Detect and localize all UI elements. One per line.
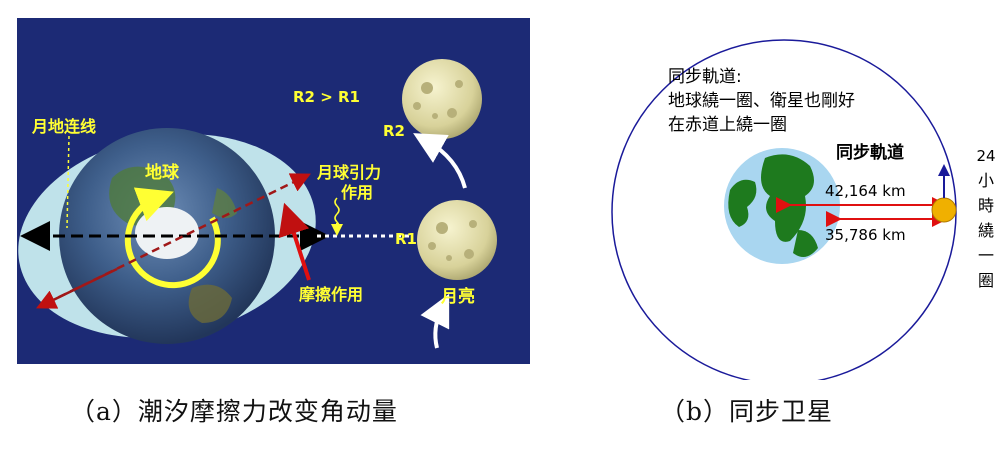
orbit-arrow-upper xyxy=(413,133,467,189)
friction-arrow xyxy=(278,202,311,281)
desc-line2: 地球繞一圈、衛星也剛好 xyxy=(668,91,855,111)
moon-label: 月亮 xyxy=(440,286,475,307)
r-relation-label: R2 > R1 xyxy=(293,88,360,106)
period-char-6: 圈 xyxy=(978,271,994,290)
geosync-orbit-diagram: 同步軌道: 地球繞一圈、衛星也剛好 在赤道上繞一圈 同步軌道 42,164 km… xyxy=(560,0,1000,385)
distance-inner-label: 35,786 km xyxy=(825,226,906,244)
r2-label: R2 xyxy=(383,122,405,140)
earth-label: 地球 xyxy=(145,162,180,183)
tidal-friction-diagram: 月地连线 地球 月球引力 作用 摩擦作用 月亮 R2 > R1 R2 R1 xyxy=(17,18,530,364)
earth-moon-line-label: 月地连线 xyxy=(31,117,96,136)
desc-line1: 同步軌道: xyxy=(668,67,742,87)
satellite xyxy=(931,197,957,223)
distance-outer-label: 42,164 km xyxy=(825,182,906,200)
r1-label: R1 xyxy=(395,230,417,248)
caption-b: （b）同步卫星 xyxy=(660,397,834,426)
orbit-arrow-lower xyxy=(420,293,450,349)
period-label: 24 小 時 繞 一 圈 xyxy=(976,147,995,290)
rotation-arrow xyxy=(124,187,221,289)
bulge-axis xyxy=(46,173,311,305)
period-char-1: 24 xyxy=(976,147,995,165)
period-char-2: 小 xyxy=(978,171,994,190)
period-char-5: 一 xyxy=(978,246,994,265)
desc-line3: 在赤道上繞一圈 xyxy=(668,115,787,135)
gravity-label-line1: 月球引力 xyxy=(316,163,381,182)
gravity-label-line2: 作用 xyxy=(341,183,373,202)
period-char-4: 繞 xyxy=(978,221,994,240)
friction-label: 摩擦作用 xyxy=(299,285,363,304)
period-char-3: 時 xyxy=(978,196,994,215)
moon-r1 xyxy=(417,200,497,280)
orbit-label: 同步軌道 xyxy=(836,142,904,163)
moon-r2 xyxy=(402,59,482,139)
caption-a: （a）潮汐摩擦力改变角动量 xyxy=(70,397,398,426)
